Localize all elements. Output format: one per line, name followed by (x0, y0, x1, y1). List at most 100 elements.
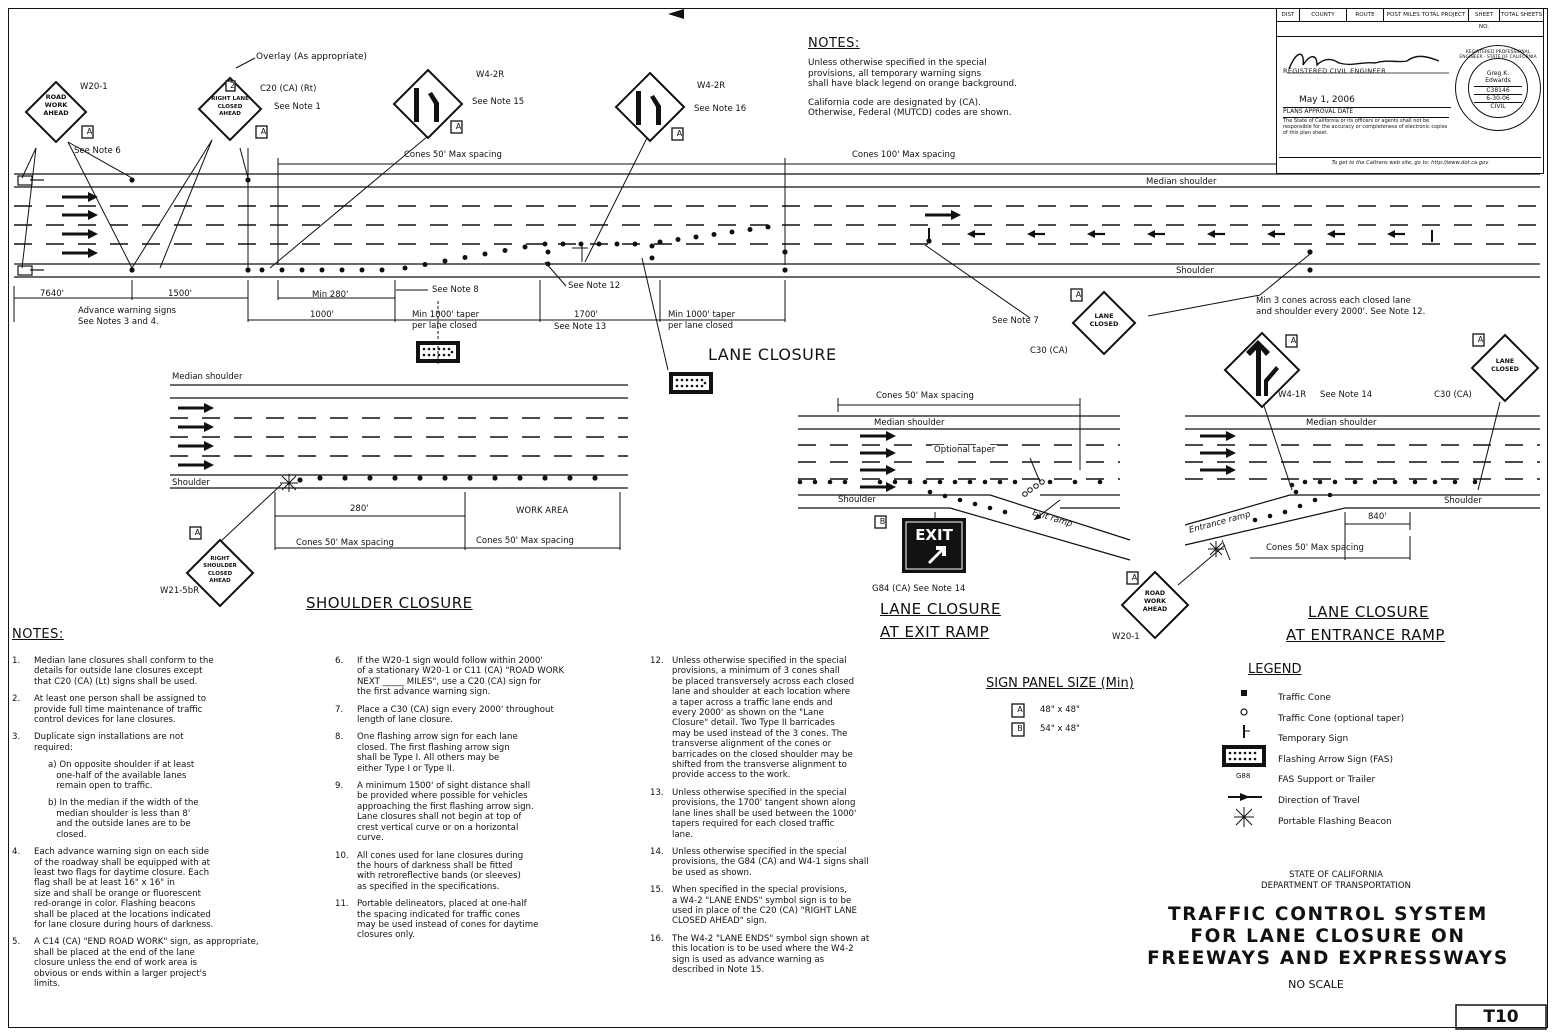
shoulder-cones-1: Cones 50' Max spacing (296, 538, 394, 548)
note-line: Unless otherwise specified in the specia… (672, 787, 847, 798)
note-item: a) On opposite shoulder if at least one-… (12, 760, 259, 791)
note-text: Portable delineators, placed at one-half… (357, 899, 538, 941)
note-line: closed. The first flashing arrow sign (357, 742, 510, 753)
note-line: for lane closure during hours of darknes… (34, 919, 214, 930)
cones-100-label: Cones 100' Max spacing (852, 150, 956, 160)
note-text: A C14 (CA) "END ROAD WORK" sign, as appr… (34, 937, 259, 989)
shoulder-closure-shoulder: Shoulder (172, 478, 210, 488)
note-line: closure unless the end of work area is (34, 958, 197, 969)
note-number (12, 760, 48, 791)
w41r-code: W4-1R (1278, 390, 1307, 400)
min-3-cones-note: Min 3 cones across each closed lane and … (1256, 296, 1425, 317)
top-notes-heading: NOTES: (808, 36, 860, 51)
note-number: 9. (335, 781, 344, 792)
note-line: obvious or ends within a larger project'… (34, 968, 207, 979)
top-note-line: Unless otherwise specified in the specia… (808, 58, 987, 68)
dim-280: 280' (350, 504, 369, 514)
title-line: FOR LANE CLOSURE ON (1190, 926, 1466, 947)
traffic-cone (299, 267, 305, 273)
legend-icons (1222, 690, 1266, 827)
traffic-cone (522, 244, 528, 250)
traffic-cone (578, 241, 584, 247)
c30-code: C30 (CA) (1030, 346, 1068, 356)
note-item: 5.A C14 (CA) "END ROAD WORK" sign, as ap… (12, 937, 259, 989)
flashing-beacon-icon (1208, 541, 1224, 557)
taper-text: per lane closed (668, 320, 733, 331)
lane-ends-sign-2 (614, 71, 686, 143)
legend-item: Temporary Sign (1278, 734, 1349, 745)
exit-guide-sign (902, 518, 966, 573)
sign-text-line: LANE (1495, 358, 1515, 365)
note-line: a) On opposite shoulder if at least (48, 760, 195, 771)
seal-name: Greg K. Edwards (1485, 70, 1511, 84)
note-line: Place a C30 (CA) sign every 2000' throug… (357, 704, 554, 715)
note-line: shall be placed at the end of the lane (34, 947, 195, 958)
entrance-shoulder-label: Shoulder (1444, 496, 1482, 506)
note-line: b) In the median if the width of the (48, 798, 199, 809)
taper-text: Min 1000' taper (412, 310, 480, 320)
dim-1700: 1700' (574, 310, 598, 320)
note-line: a taper across a traffic lane ends and (672, 697, 833, 708)
notes-heading: NOTES: (12, 627, 64, 642)
traffic-cone (442, 258, 448, 264)
exit-sign-text: EXIT (915, 526, 953, 544)
overlay-label: Overlay (As appropriate) (256, 52, 368, 62)
note-item: 6.If the W20-1 sign would follow within … (335, 656, 564, 698)
c30-code-2: C30 (CA) (1434, 390, 1472, 400)
top-note-line: provisions, all temporary warning signs (808, 68, 982, 79)
note-line: of the roadway shall be equipped with at (34, 857, 211, 868)
seal-discipline: CIVIL (1474, 102, 1522, 110)
w20-code: W20-1 (80, 82, 108, 92)
sign-text-line: AHEAD (209, 577, 231, 584)
see-note-7: See Note 7 (992, 316, 1039, 326)
taper-label-1: Min 1000' taper per lane closed (412, 310, 479, 331)
traffic-cone (422, 262, 428, 267)
exit-ramp-diagram (797, 398, 1131, 573)
top-note-line: shall have black legend on orange backgr… (808, 79, 1017, 89)
see-note-1: See Note 1 (274, 102, 321, 112)
traffic-cone (693, 234, 699, 240)
lane-ends-sign-1 (392, 68, 464, 140)
lane-closed-sign-2 (1470, 333, 1540, 403)
entrance-cones-label: Cones 50' Max spacing (1266, 543, 1364, 553)
header-post-miles: POST MILES TOTAL PROJECT (1384, 9, 1469, 21)
right-lane-closed-ahead-sign (197, 76, 263, 142)
note-line: Duplicate sign installations are not (34, 732, 184, 743)
exit-cones-label: Cones 50' Max spacing (876, 391, 974, 401)
plate-a: A (1290, 336, 1297, 345)
agency-name: STATE OF CALIFORNIA DEPARTMENT OF TRANSP… (1196, 870, 1476, 892)
flashing-arrow-sign (669, 372, 713, 394)
note-line: red-orange in color. Flashing beacons (34, 899, 196, 910)
min-cones-text: and shoulder every 2000'. See Note 12. (1256, 306, 1426, 317)
legend-item: Portable Flashing Beacon (1278, 816, 1392, 827)
sign-text-line: SHOULDER (203, 563, 237, 570)
lane-closure-title: LANE CLOSURE (708, 345, 837, 364)
note-line: remain open to traffic. (48, 781, 153, 792)
traffic-cone (632, 241, 638, 247)
note-line: the spacing indicated for traffic cones (357, 909, 520, 920)
exit-title-1: LANE CLOSURE (880, 600, 1001, 618)
header-county: COUNTY (1300, 9, 1347, 21)
note-text: The W4-2 "LANE ENDS" symbol sign shown a… (672, 934, 869, 976)
note-item: 4.Each advance warning sign on each side… (12, 847, 259, 930)
sheet-number: T10 (1483, 1007, 1519, 1027)
sign-text-line: LANE (1094, 312, 1114, 320)
advance-warning-see: See Notes 3 and 4. (78, 316, 159, 327)
note-line: curve. (357, 833, 384, 844)
sign-text-line: AHEAD (219, 111, 241, 117)
note-line: least two flags for daytime closure. Eac… (34, 867, 210, 878)
note-number: 8. (335, 732, 344, 743)
traffic-cone (502, 248, 508, 253)
note-line: one-half of the available lanes (48, 770, 187, 781)
shoulder-closure-diagram (170, 384, 628, 608)
note-item: 7.Place a C30 (CA) sign every 2000' thro… (335, 705, 564, 726)
note-line: A C14 (CA) "END ROAD WORK" sign, as appr… (34, 937, 259, 948)
entrance-title-2: AT ENTRANCE RAMP (1286, 626, 1445, 644)
note-line: shifted from the transverse alignment to (672, 760, 847, 771)
note-number: 4. (12, 847, 21, 858)
sign-text-line: AHEAD (43, 109, 69, 117)
